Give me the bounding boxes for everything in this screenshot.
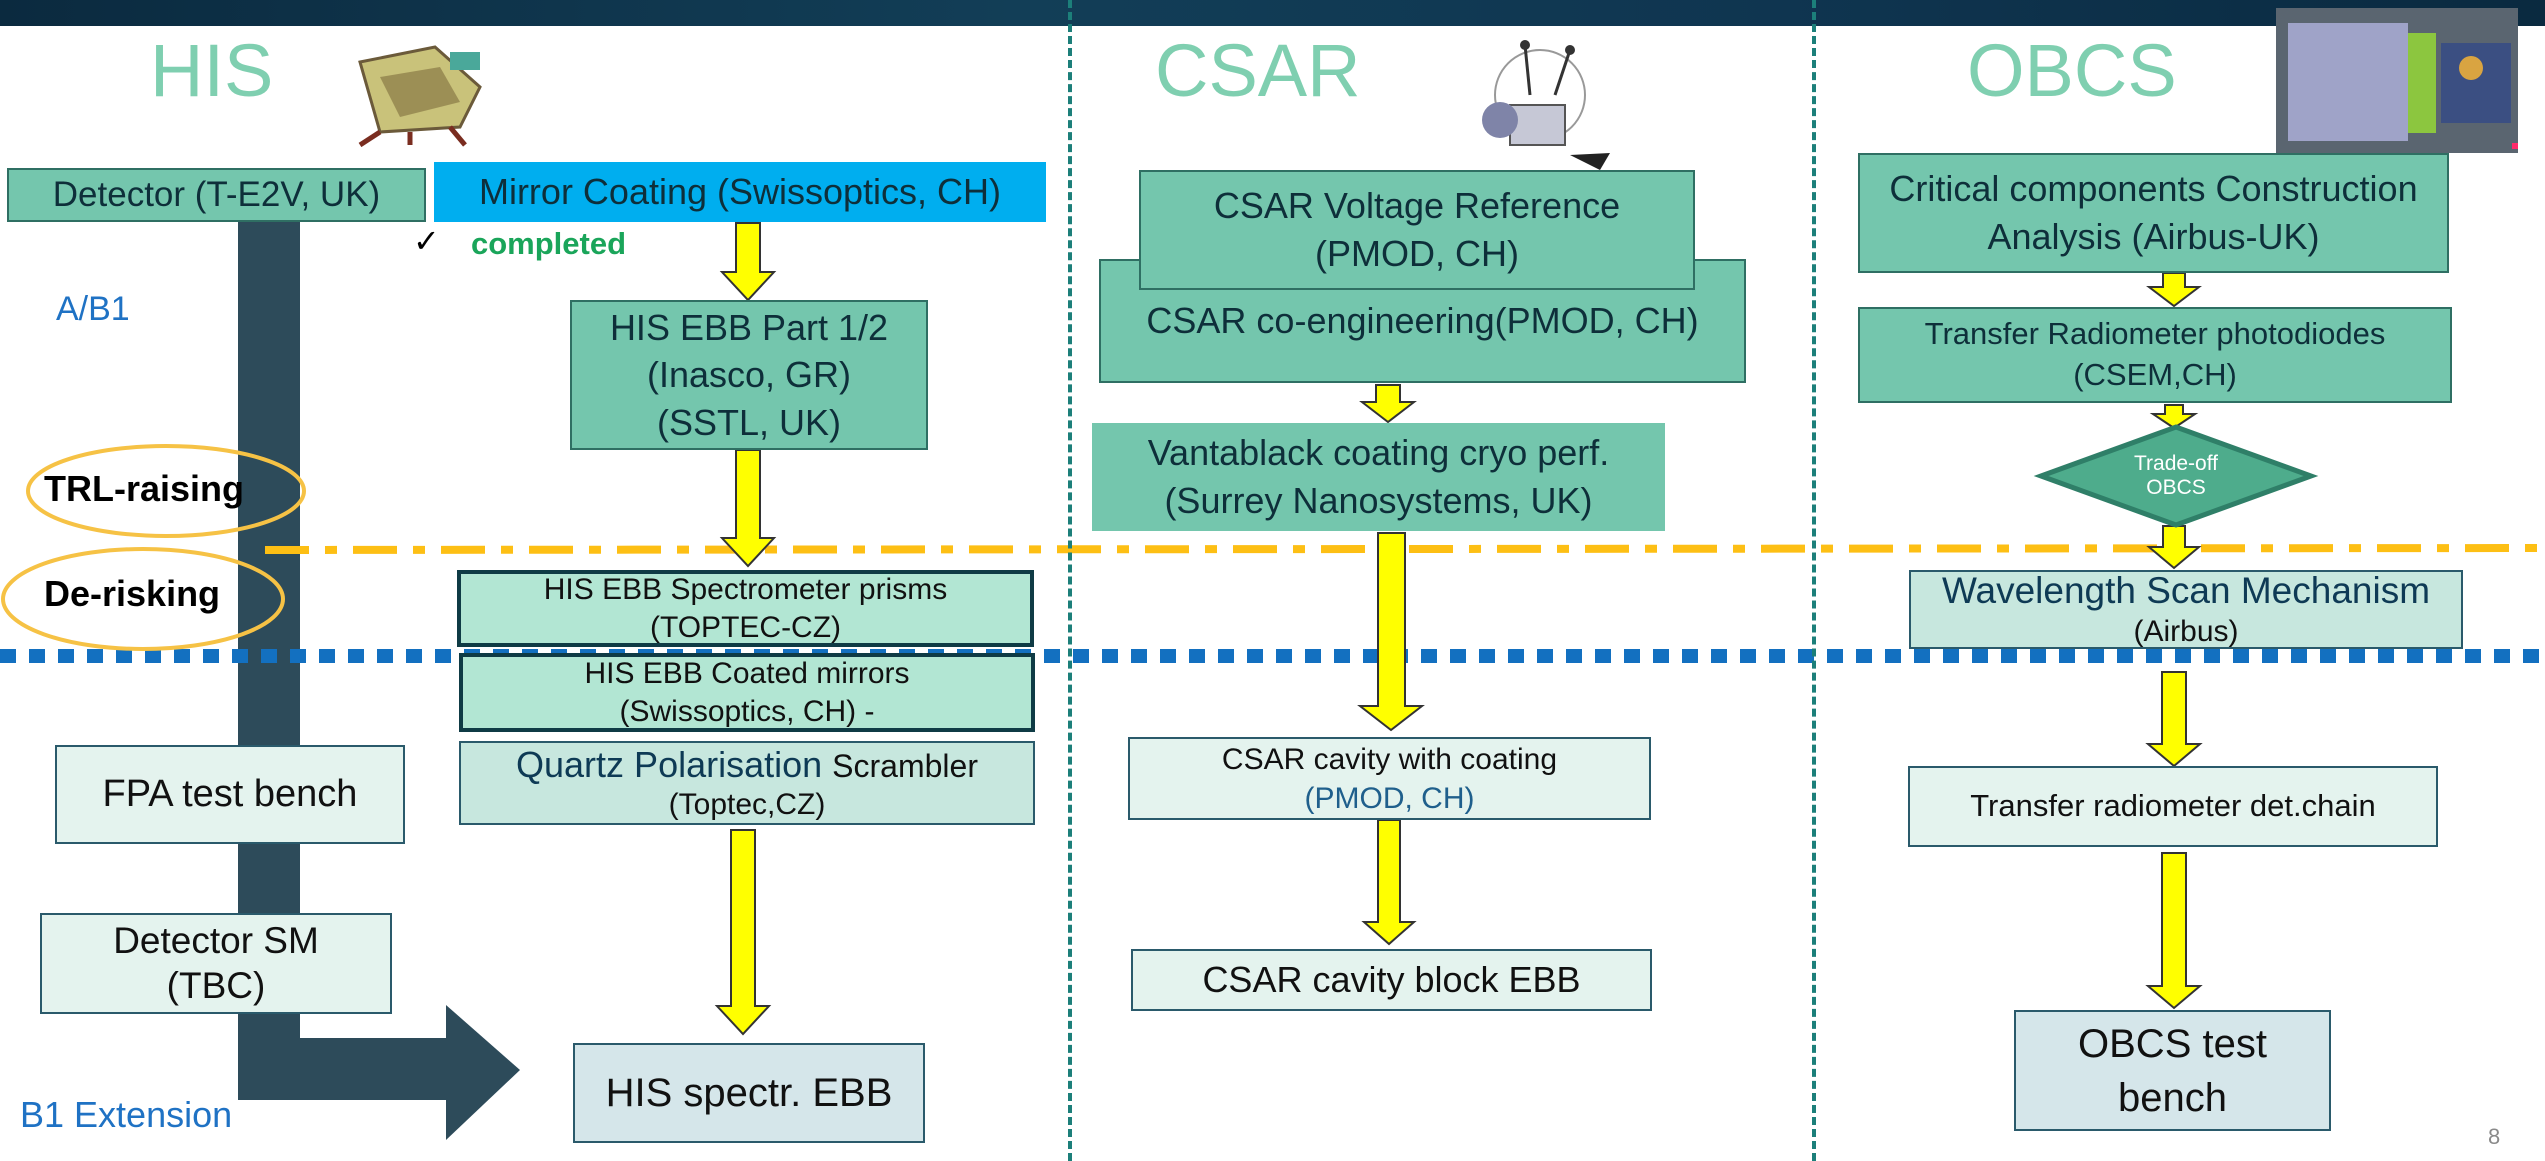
his-mirror-coating-label: Mirror Coating (Swissoptics, CH): [478, 171, 1002, 213]
csar-vantablack-line2: (Surrey Nanosystems, UK): [1164, 480, 1593, 521]
csar-vantablack-box: Vantablack coating cryo perf. (Surrey Na…: [1092, 423, 1665, 531]
his-detector-label: Detector (T-E2V, UK): [52, 174, 381, 214]
his-detector-sm-box: Detector SM (TBC): [40, 913, 392, 1014]
his-ebb-part-line2: (Inasco, GR): [646, 354, 852, 396]
obcs-photodiodes-box: Transfer Radiometer photodiodes (CSEM,CH…: [1858, 307, 2452, 403]
his-spectr-ebb-label: HIS spectr. EBB: [605, 1070, 893, 1115]
page-number: 8: [2488, 1124, 2501, 1149]
csar-cavity-line1: CSAR cavity with coating: [1221, 742, 1558, 776]
arrow-his-3: [714, 829, 772, 1036]
obcs-critical-line2: Analysis (Airbus-UK): [1987, 216, 2320, 257]
phase-trl-raising-label: TRL-raising: [44, 468, 245, 509]
arrow-csar-2: [1357, 532, 1425, 732]
his-ebb-part-line3: (SSTL, UK): [656, 401, 842, 443]
obcs-wsm-line1: Wavelength Scan Mechanism: [1941, 570, 2431, 612]
his-spectrometer-prisms-box: HIS EBB Spectrometer prisms (TOPTEC-CZ): [457, 570, 1034, 647]
his-detector-sm-line1: Detector SM: [113, 920, 319, 962]
csar-co-engineering-label: CSAR co-engineering(PMOD, CH): [1146, 300, 1699, 342]
his-title: HIS: [150, 29, 274, 112]
trl-raising-line: [264, 544, 2545, 554]
his-mirror-coating-box: Mirror Coating (Swissoptics, CH): [434, 162, 1046, 222]
obcs-instrument-image: [2276, 8, 2518, 153]
arrow-obcs-4: [2145, 671, 2203, 768]
arrow-his-1: [719, 222, 777, 302]
his-prisms-line2: (TOPTEC-CZ): [649, 610, 842, 644]
divider-csar-obcs: [1812, 0, 1816, 1161]
divider-his-csar: [1068, 0, 1072, 1161]
obcs-wsm-line2: (Airbus): [2133, 614, 2239, 648]
arrow-csar-3: [1361, 819, 1417, 946]
csar-cavity-block-label: CSAR cavity block EBB: [1202, 959, 1581, 1001]
his-detector-sm-line2: (TBC): [166, 964, 266, 1006]
completed-status: completed: [471, 226, 627, 261]
csar-title: CSAR: [1155, 29, 1361, 112]
yellow-arrows: [714, 222, 2203, 1036]
phase-b1-extension-label: B1 Extension: [20, 1094, 233, 1135]
arrow-csar-1: [1359, 384, 1417, 424]
csar-voltage-line1: CSAR Voltage Reference: [1213, 185, 1621, 227]
tradeoff-diamond: [2033, 424, 2319, 528]
csar-instrument-image: [1482, 40, 1610, 170]
phase-a-b1-label: A/B1: [56, 290, 130, 328]
csar-cavity-coating-box: CSAR cavity with coating (PMOD, CH): [1128, 737, 1651, 820]
his-scrambler-main: Quartz Polarisation: [516, 744, 833, 786]
his-prisms-line1: HIS EBB Spectrometer prisms: [543, 573, 948, 606]
obcs-test-bench-box: OBCS test bench: [2014, 1010, 2331, 1131]
csar-voltage-reference-box: CSAR Voltage Reference (PMOD, CH): [1139, 170, 1695, 290]
his-scrambler-sub: (Toptec,CZ): [668, 787, 826, 821]
phase-de-risking-label: De-risking: [44, 573, 221, 614]
completed-check-icon: ✓: [413, 223, 440, 259]
csar-cavity-block-box: CSAR cavity block EBB: [1131, 949, 1652, 1011]
de-risking-oval: [1, 547, 285, 651]
obcs-photodiodes-line1: Transfer Radiometer photodiodes: [1924, 316, 2386, 352]
csar-voltage-line2: (PMOD, CH): [1315, 233, 1519, 274]
obcs-test-bench-line2: bench: [2118, 1075, 2227, 1120]
arrow-obcs-2: [2149, 404, 2199, 430]
his-scrambler-title: Quartz Polarisation Scrambler: [516, 743, 978, 786]
his-fpa-test-bench-box: FPA test bench: [55, 745, 405, 844]
obcs-det-chain-label: Transfer radiometer det.chain: [1970, 788, 2376, 824]
arrow-his-2: [719, 449, 777, 568]
obcs-critical-line1: Critical components Construction: [1889, 168, 2418, 210]
his-scrambler-small: Scrambler: [832, 748, 978, 785]
his-scrambler-box: Quartz Polarisation Scrambler (Toptec,CZ…: [459, 741, 1035, 825]
arrow-obcs-5: [2145, 852, 2203, 1010]
obcs-det-chain-box: Transfer radiometer det.chain: [1908, 766, 2438, 847]
top-banner: [0, 0, 2545, 26]
obcs-title: OBCS: [1967, 29, 2177, 112]
obcs-tradeoff-line1: Trade-off: [2133, 451, 2219, 475]
obcs-critical-components-box: Critical components Construction Analysi…: [1858, 153, 2449, 273]
arrow-obcs-3: [2146, 525, 2202, 570]
obcs-photodiodes-line2: (CSEM,CH): [2073, 357, 2237, 392]
obcs-wsm-box: Wavelength Scan Mechanism (Airbus): [1909, 570, 2463, 649]
his-spectr-ebb-box: HIS spectr. EBB: [573, 1043, 925, 1143]
obcs-tradeoff-label: Trade-off OBCS: [2100, 448, 2252, 504]
his-instrument-image: [358, 45, 482, 147]
obcs-tradeoff-line2: OBCS: [2146, 476, 2206, 499]
his-coated-mirrors-box: HIS EBB Coated mirrors (Swissoptics, CH)…: [459, 653, 1035, 732]
his-mirrors-line1: HIS EBB Coated mirrors: [584, 657, 910, 690]
his-detector-box: Detector (T-E2V, UK): [7, 168, 426, 222]
csar-cavity-line2: (PMOD, CH): [1304, 781, 1475, 815]
arrow-obcs-1: [2146, 272, 2202, 308]
csar-vantablack-line1: Vantablack coating cryo perf.: [1147, 432, 1610, 474]
obcs-test-bench-line1: OBCS test: [2078, 1021, 2267, 1066]
his-fpa-test-bench-label: FPA test bench: [102, 773, 358, 816]
his-mirrors-line2: (Swissoptics, CH) -: [619, 694, 875, 728]
his-ebb-part-box: HIS EBB Part 1/2 (Inasco, GR) (SSTL, UK): [570, 300, 928, 450]
his-ebb-part-line1: HIS EBB Part 1/2: [609, 306, 889, 348]
trl-raising-oval: [26, 444, 306, 538]
